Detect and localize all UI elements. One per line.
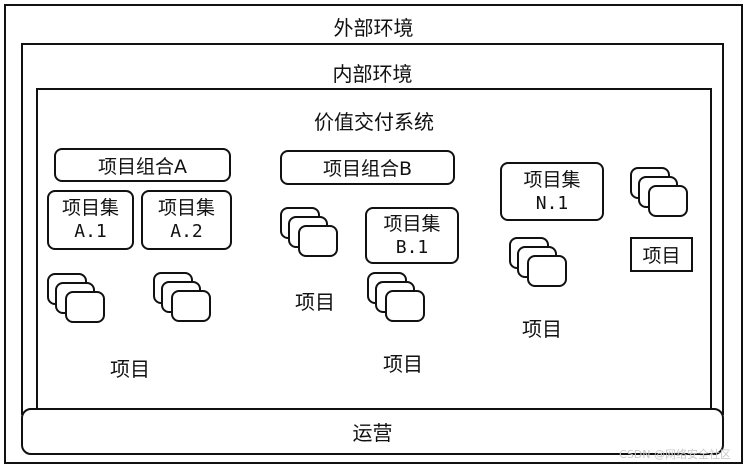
operations-box: 运营 — [21, 408, 724, 455]
program-b1-box: 项目集 B.1 — [365, 207, 459, 264]
project-stack-a2 — [153, 272, 223, 336]
project-card — [385, 290, 425, 322]
program-a2-box: 项目集 A.2 — [141, 190, 232, 250]
value-delivery-system-label: 价值交付系统 — [314, 110, 434, 134]
portfolio-a-box: 项目组合A — [54, 148, 231, 182]
project-card — [298, 225, 338, 257]
operations-label: 运营 — [352, 421, 393, 445]
program-b1-title: 项目集 — [383, 212, 441, 235]
portfolio-a-label: 项目组合A — [98, 155, 187, 178]
program-a1-box: 项目集 A.1 — [47, 190, 134, 250]
portfolio-b-label: 项目组合B — [322, 158, 413, 180]
project-stack-n1 — [509, 237, 579, 301]
project-stack-b-direct — [280, 207, 350, 271]
program-n1-code: N.1 — [535, 192, 569, 214]
program-a2-code: A.2 — [170, 221, 203, 242]
project-label-b1: 项目 — [383, 352, 423, 376]
outer-environment-label: 外部环境 — [333, 16, 414, 40]
standalone-project-label: 项目 — [642, 245, 681, 267]
portfolio-b-box: 项目组合B — [280, 150, 455, 185]
project-stack-standalone — [630, 167, 700, 231]
project-stack-a1 — [47, 273, 117, 337]
project-stack-b1 — [367, 272, 437, 336]
program-a1-code: A.1 — [74, 221, 107, 242]
project-card — [648, 185, 688, 217]
program-a1-title: 项目集 — [61, 197, 119, 219]
project-label-a: 项目 — [110, 357, 150, 381]
program-n1-title: 项目集 — [523, 168, 581, 191]
standalone-project-box: 项目 — [630, 237, 693, 272]
program-a2-title: 项目集 — [157, 197, 215, 219]
project-card — [65, 291, 105, 323]
inner-environment-label: 内部环境 — [332, 62, 413, 86]
watermark: CSDN @网络安全社区 — [619, 448, 731, 461]
program-n1-box: 项目集 N.1 — [500, 162, 604, 221]
project-label-b-direct: 项目 — [295, 290, 335, 314]
project-label-n1: 项目 — [522, 317, 562, 341]
project-card — [527, 255, 567, 287]
program-b1-code: B.1 — [395, 236, 429, 258]
project-card — [171, 290, 211, 322]
